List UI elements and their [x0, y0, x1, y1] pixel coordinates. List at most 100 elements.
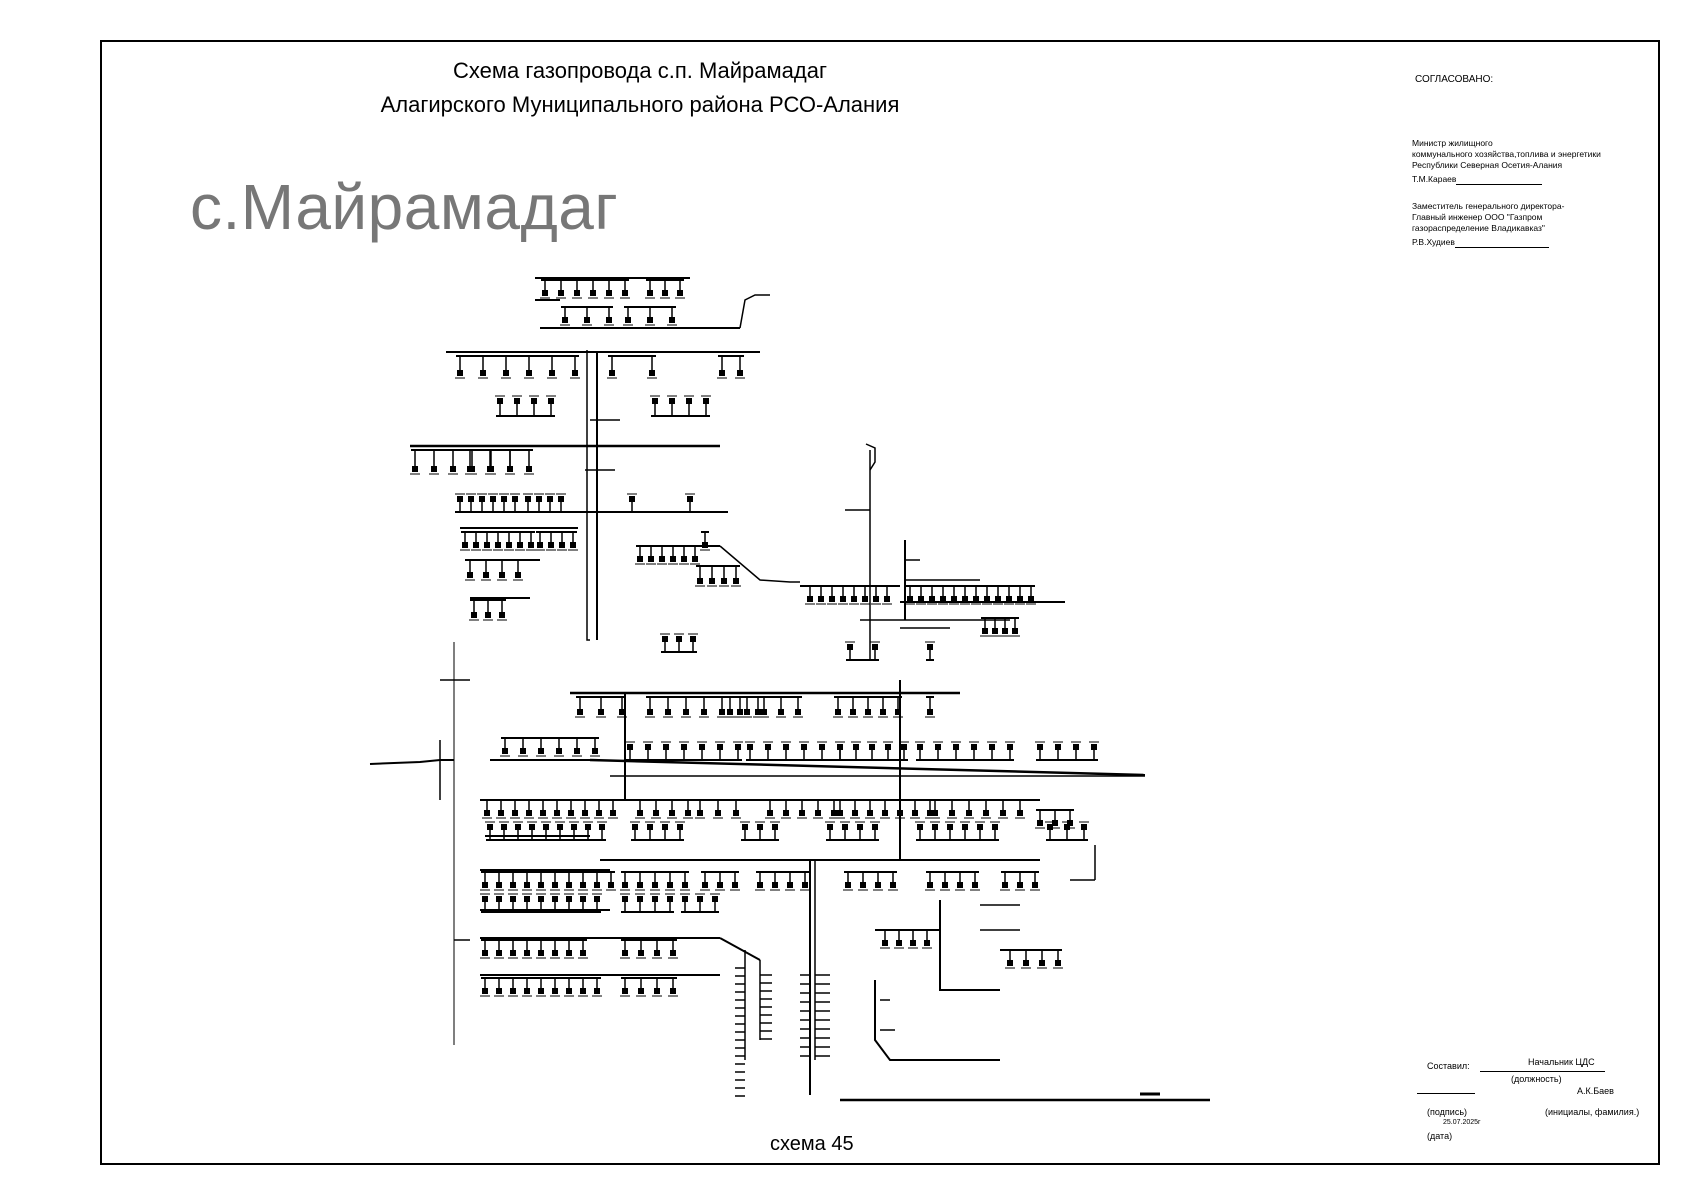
consumer-drop [469, 600, 479, 621]
consumer-drop [731, 800, 741, 819]
consumer-drop [955, 872, 965, 891]
consumer-drop [970, 872, 980, 891]
consumer-drop [485, 450, 495, 475]
consumer-drop [495, 395, 505, 416]
consumer-drop [833, 697, 843, 718]
consumer-drop [949, 586, 959, 605]
deputy-signature-row: Р.В.Худиев [1412, 237, 1564, 248]
consumer-drop [960, 586, 970, 605]
consumer-drop [650, 872, 660, 891]
minister-title-line2: коммунального хозяйства,топлива и энерге… [1412, 149, 1601, 159]
consumer-drop [700, 532, 710, 551]
consumer-drop [870, 641, 880, 660]
consumer-drop [635, 800, 645, 819]
consumer-drop [493, 532, 503, 551]
pipe-segment [719, 937, 761, 961]
consumer-drop [550, 872, 560, 891]
consumer-drop [652, 940, 662, 959]
consumer-drop [685, 493, 695, 512]
consumer-drop [683, 800, 693, 819]
consumer-drop [578, 893, 588, 912]
consumer-drop [557, 532, 567, 551]
consumer-drop [535, 532, 545, 551]
consumer-drop [715, 872, 725, 891]
consumer-drop [927, 586, 937, 605]
deputy-approval-block: Заместитель генерального директора- Глав… [1412, 201, 1564, 248]
consumer-drop [550, 893, 560, 912]
consumer-drop [564, 978, 574, 997]
consumer-drop [650, 893, 660, 912]
consumer-drop [460, 532, 470, 551]
consumer-drop [583, 821, 593, 840]
consumer-drop [568, 532, 578, 551]
consumer-drop [980, 618, 990, 637]
name-caption: (инициалы, фамилия.) [1545, 1107, 1640, 1117]
consumer-drop [1037, 950, 1047, 969]
consumer-drop [635, 546, 645, 565]
consumer-drop [1035, 741, 1045, 760]
consumer-drop [867, 741, 877, 760]
approval-heading: СОГЛАСОВАНО: [1415, 74, 1494, 85]
consumer-drop [713, 800, 723, 819]
consumer-drop [740, 821, 750, 840]
consumer-drop [607, 356, 617, 379]
consumer-drop [554, 738, 564, 757]
consumer-drop [835, 800, 845, 819]
consumer-drop [770, 872, 780, 891]
consumer-drop [858, 872, 868, 891]
pipe-route [865, 443, 876, 471]
consumer-drop [797, 800, 807, 819]
consumer-drop [930, 821, 940, 840]
consumer-drop [570, 356, 580, 379]
consumer-drop [964, 800, 974, 819]
consumer-drop [925, 641, 935, 660]
consumer-drop [688, 633, 698, 652]
consumer-drop [851, 741, 861, 760]
consumer-drop [905, 586, 915, 605]
consumer-drop [556, 280, 566, 299]
consumer-drop [880, 930, 890, 949]
consumer-drop [1062, 821, 1072, 840]
consumer-drop [604, 307, 614, 326]
consumer-drop [663, 697, 673, 718]
consumer-drop [717, 697, 727, 718]
consumer-drop [494, 978, 504, 997]
consumer-drop [849, 586, 859, 605]
pipe-route [586, 350, 590, 641]
consumer-drop [1000, 618, 1010, 637]
consumer-drop [552, 800, 562, 819]
consumer-drop [951, 741, 961, 760]
consumer-drop [647, 356, 657, 379]
consumer-drop [725, 697, 735, 718]
consumer-drop [933, 741, 943, 760]
consumer-drop [524, 800, 534, 819]
consumer-drop [770, 821, 780, 840]
consumer-drop [850, 800, 860, 819]
consumer-drop [536, 978, 546, 997]
consumer-drop [529, 395, 539, 416]
pipe-route [739, 294, 770, 329]
consumer-drop [582, 307, 592, 326]
consumer-drop [848, 697, 858, 718]
consumer-drop [512, 395, 522, 416]
consumer-drop [524, 450, 534, 475]
consumer-drop [805, 586, 815, 605]
consumer-drop [572, 280, 582, 299]
consumer-drop [510, 800, 520, 819]
compiled-label: Составил: [1427, 1061, 1470, 1071]
consumer-drop [915, 821, 925, 840]
consumer-drop [499, 493, 509, 512]
minister-title-line3: Республики Северная Осетия-Алания [1412, 160, 1563, 170]
compiled-name: А.К.Баев [1577, 1086, 1614, 1096]
consumer-drop [636, 978, 646, 997]
consumer-drop [717, 356, 727, 379]
consumer-drop [1045, 821, 1055, 840]
consumer-drop [597, 821, 607, 840]
consumer-drop [515, 532, 525, 551]
consumer-drop [617, 697, 627, 718]
minister-title-line1: Министр жилищного [1412, 138, 1493, 148]
consumer-drop [987, 741, 997, 760]
consumer-drop [488, 493, 498, 512]
consumer-drop [550, 940, 560, 959]
consumer-drop [667, 800, 677, 819]
